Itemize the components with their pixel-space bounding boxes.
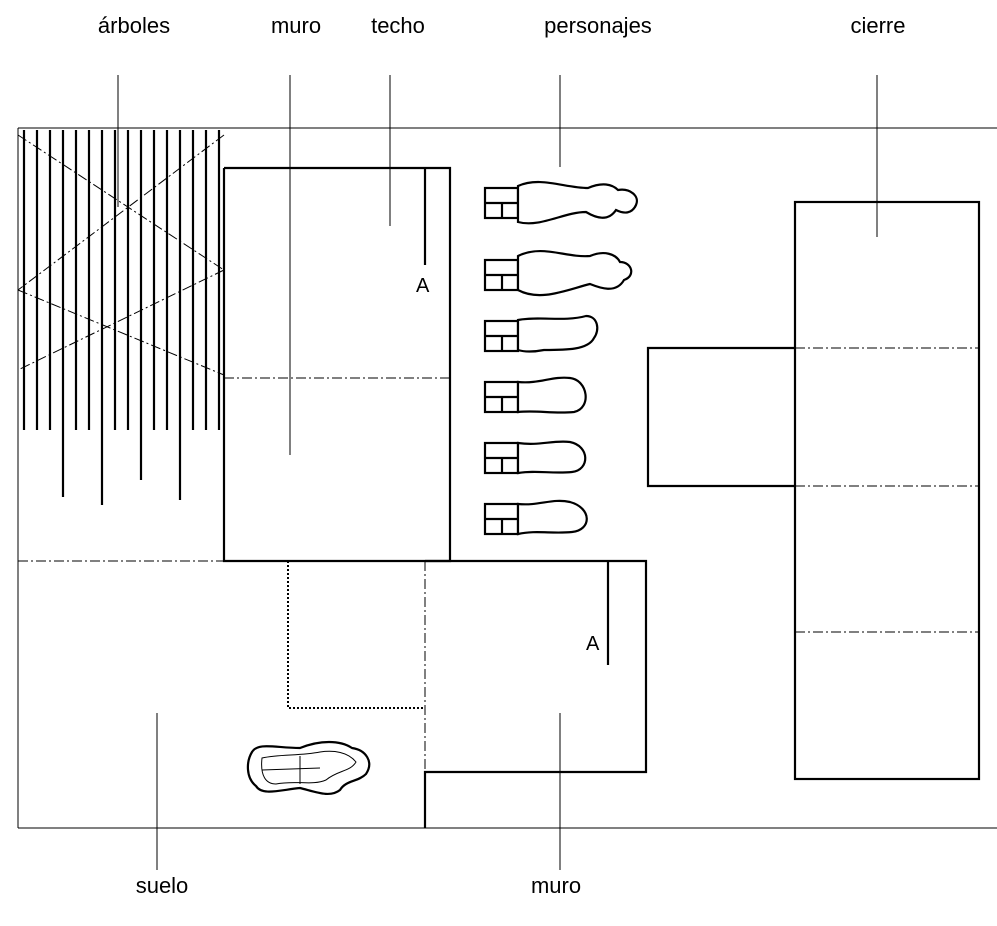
upper-wall-block [222,166,452,563]
label-muro-top: muro [271,13,321,38]
character-1 [483,180,638,225]
lying-figure [246,740,371,796]
tree-trunks [22,130,221,505]
closure-left-flap [646,346,795,488]
characters-group [483,180,638,536]
character-4 [483,376,587,414]
closure-column [793,200,981,781]
character-5 [483,440,587,475]
character-6 [483,499,588,536]
label-muro-bottom: muro [531,873,581,898]
label-techo: techo [371,13,425,38]
upper-wall-outline [222,166,452,563]
lower-wall-outline [423,559,648,828]
lower-wall-block [423,559,648,828]
label-personajes: personajes [544,13,652,38]
character-2 [483,250,633,297]
tree-fold-lines [17,134,225,376]
closure-cross [646,200,981,781]
leader-lines [117,75,878,870]
label-arboles: árboles [98,13,170,38]
character-3 [483,314,599,353]
trees-panel [17,130,225,505]
mark-a-upper: A [416,275,430,297]
label-cierre: cierre [850,13,905,38]
mark-a-lower: A [586,633,600,655]
floor-dotted-square [287,561,425,709]
label-suelo: suelo [136,873,189,898]
